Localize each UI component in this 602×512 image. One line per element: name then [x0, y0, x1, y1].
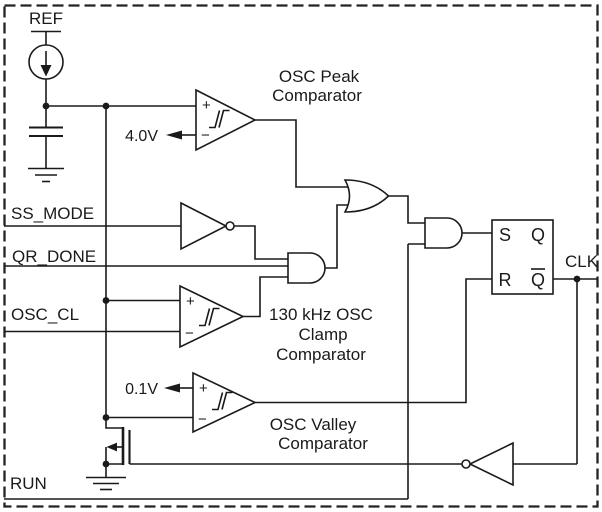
- qr-done-label: QR_DONE: [12, 247, 96, 266]
- inverter-bubble-icon: [225, 221, 235, 231]
- comparator-symbol: [195, 88, 257, 152]
- nmos-body-arrow-icon: [106, 442, 117, 452]
- plus-input-mark: +: [202, 97, 211, 114]
- discharge-nmos: [86, 417, 131, 491]
- wire: [243, 276, 288, 318]
- inverter-symbol: [468, 441, 514, 487]
- run-signal: RUN: [4, 474, 408, 500]
- junction-dot: [102, 414, 110, 421]
- wire: [255, 278, 492, 404]
- and-gate-2input: [407, 217, 492, 499]
- wire: [255, 119, 350, 188]
- ref-current-source-branch: REF: [28, 9, 64, 106]
- and-gate-symbol: [424, 217, 463, 249]
- minus-input-mark: −: [201, 127, 210, 144]
- junction-dot: [42, 102, 50, 110]
- inverter-symbol: [180, 201, 228, 251]
- osc-clamp-comparator: OSC_CL + − 130 kHz OSC Clamp Comparator: [4, 276, 373, 364]
- ground-icon: [86, 476, 126, 491]
- feedback-inverter: [129, 441, 577, 487]
- hysteresis-icon: [199, 307, 220, 327]
- or-gate: [343, 179, 425, 224]
- junction-dot: [102, 102, 110, 110]
- junction-dots: [42, 102, 581, 468]
- hysteresis-icon: [209, 109, 230, 129]
- run-label: RUN: [10, 474, 47, 493]
- junction-dot: [573, 275, 581, 283]
- osc-cl-label: OSC_CL: [11, 305, 79, 324]
- latch-q-label: Q: [531, 225, 545, 245]
- junction-dot: [102, 460, 110, 468]
- sr-latch-box: [491, 219, 554, 295]
- sr-latch: S Q R Q CLK: [491, 219, 599, 464]
- peak-comparator-caption-line2: Comparator: [272, 86, 362, 105]
- qr-done-signal: QR_DONE: [4, 247, 288, 267]
- minus-input-mark: −: [198, 411, 207, 428]
- or-gate-symbol: [343, 179, 390, 213]
- ss-mode-inverter: SS_MODE: [4, 201, 288, 260]
- clamp-comparator-caption-line2: Clamp: [298, 325, 347, 344]
- valley-comparator-caption-line2: Comparator: [278, 434, 368, 453]
- clk-label: CLK: [565, 252, 599, 271]
- latch-r-label: R: [499, 270, 512, 290]
- ground-icon: [28, 167, 64, 183]
- latch-qbar-label: Q: [531, 270, 545, 290]
- plus-input-mark: +: [199, 380, 208, 397]
- hysteresis-icon: [212, 391, 233, 411]
- junction-dot: [102, 297, 110, 304]
- clamp-comparator-caption-line1: 130 kHz OSC: [269, 305, 373, 324]
- wire: [234, 225, 288, 260]
- valley-comparator-caption-line1: OSC Valley: [270, 415, 357, 434]
- latch-s-label: S: [499, 225, 511, 245]
- timing-capacitor: [28, 106, 64, 183]
- osc-valley-comparator: 0.1V + − OSC Valley Comparator: [106, 278, 492, 453]
- drain-wire: [105, 417, 123, 429]
- minus-input-mark: −: [185, 325, 194, 342]
- valley-threshold-label: 0.1V: [125, 381, 158, 398]
- plus-input-mark: +: [186, 293, 195, 310]
- threshold-arrow-icon: [166, 130, 182, 140]
- peak-comparator-caption-line1: OSC Peak: [279, 67, 360, 86]
- and-gate-3input: [287, 204, 350, 284]
- osc-node-rail: [46, 105, 196, 418]
- ref-label: REF: [29, 9, 63, 28]
- wire: [325, 204, 350, 269]
- and-gate-symbol: [287, 252, 326, 284]
- ss-mode-label: SS_MODE: [11, 204, 94, 223]
- osc-peak-comparator: + − 4.0V OSC Peak Comparator: [125, 67, 362, 188]
- threshold-arrow-icon: [164, 383, 180, 393]
- inverter-bubble-icon: [461, 459, 471, 469]
- current-arrow-head: [40, 65, 52, 77]
- wire: [388, 195, 425, 224]
- ic-boundary-dashed-border: [3, 4, 599, 508]
- peak-threshold-label: 4.0V: [125, 128, 158, 145]
- clamp-comparator-caption-line3: Comparator: [276, 345, 366, 364]
